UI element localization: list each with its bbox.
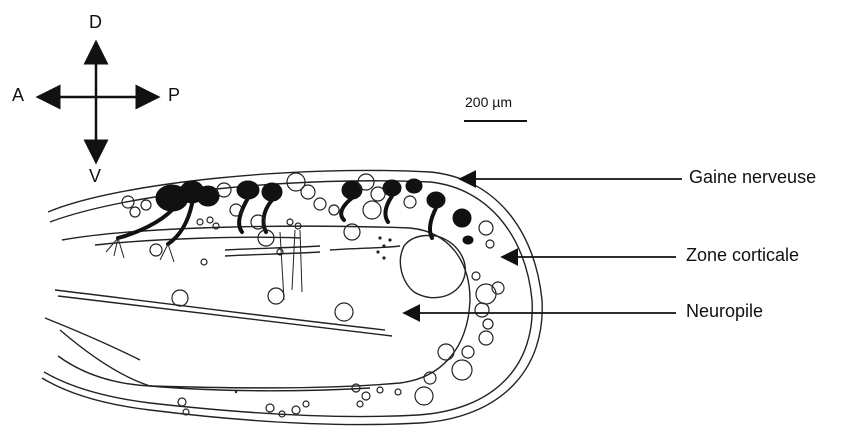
scale-bar-label: 200 µm [465,95,512,109]
orientation-compass [38,42,158,162]
anterior-label: A [12,86,24,104]
dorsal-label: D [89,13,102,31]
posterior-label: P [168,86,180,104]
sheath-label: Gaine nerveuse [689,168,816,186]
cortex-label: Zone corticale [686,246,799,264]
annotation-arrows [404,179,682,313]
ventral-label: V [89,167,101,185]
ganglion-outline [42,170,542,424]
neuropil-label: Neuropile [686,302,763,320]
